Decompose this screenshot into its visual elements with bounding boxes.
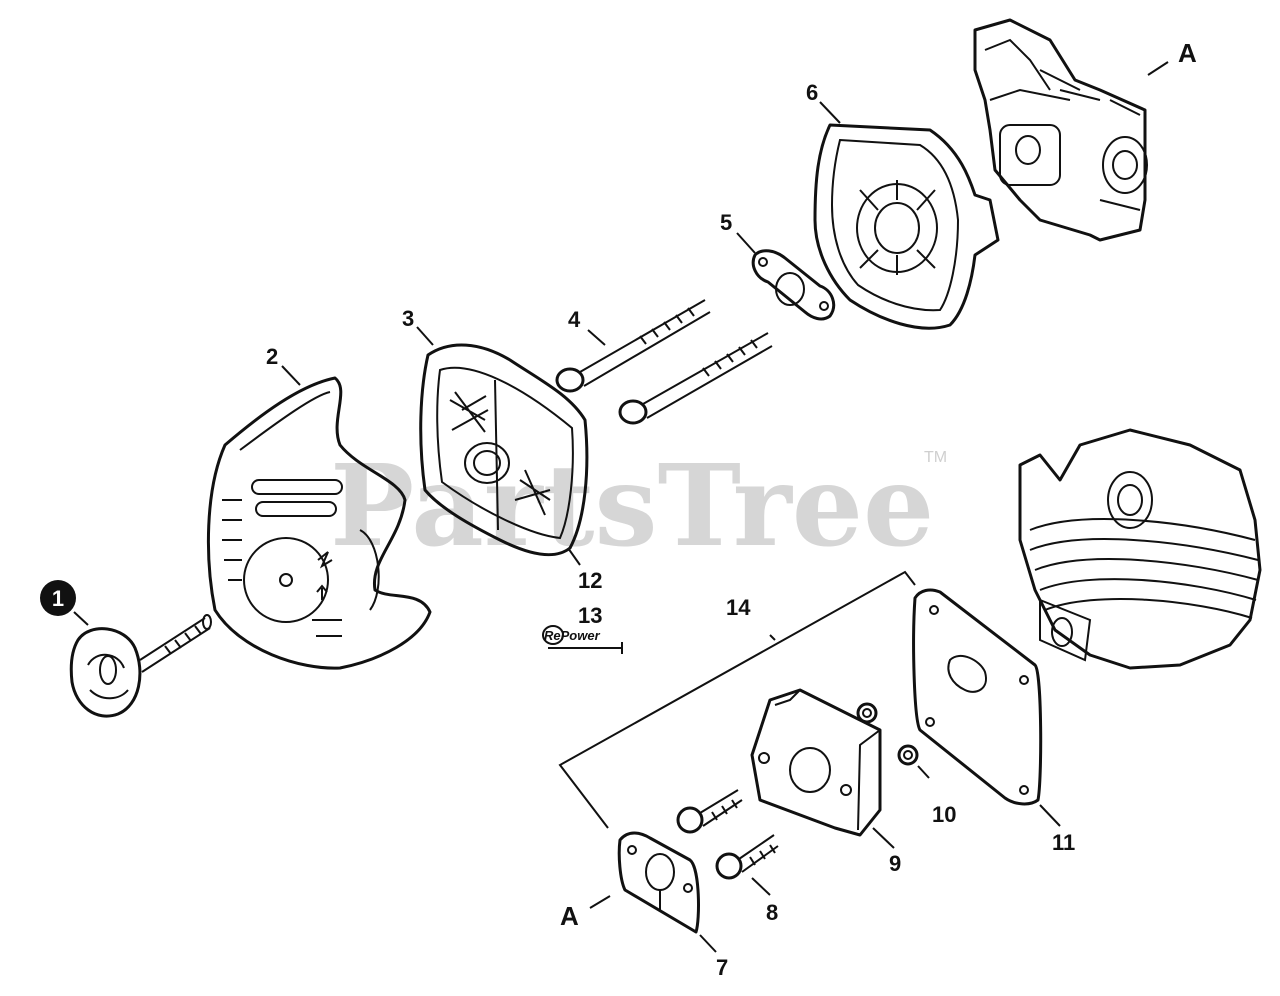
part-cylinder-gasket[interactable] xyxy=(912,588,1043,806)
watermark-tm: TM xyxy=(924,449,947,466)
leader-lines xyxy=(73,61,1169,953)
part-knob[interactable] xyxy=(69,614,212,718)
label-3[interactable]: 3 xyxy=(402,306,414,331)
label-13[interactable]: 13 xyxy=(578,603,602,628)
label-14[interactable]: 14 xyxy=(726,595,751,620)
watermark: PartsTree TM xyxy=(330,441,947,572)
label-1[interactable]: 1 xyxy=(52,586,64,611)
part-bolts[interactable] xyxy=(555,299,773,425)
part-air-filter[interactable] xyxy=(419,343,589,557)
part-carb-gasket[interactable] xyxy=(617,831,700,934)
label-4[interactable]: 4 xyxy=(568,307,581,332)
repower-badge: RePower xyxy=(542,625,623,654)
part-nuts[interactable] xyxy=(856,702,919,766)
part-carburetor[interactable] xyxy=(973,18,1148,242)
label-10[interactable]: 10 xyxy=(932,802,956,827)
label-6[interactable]: 6 xyxy=(806,80,818,105)
label-8[interactable]: 8 xyxy=(766,900,778,925)
kit-bracket xyxy=(558,570,916,829)
label-12[interactable]: 12 xyxy=(578,568,602,593)
label-11[interactable]: 11 xyxy=(1052,830,1075,855)
label-ref-a-bottom[interactable]: A xyxy=(560,901,579,931)
part-screws[interactable] xyxy=(676,789,779,880)
label-7[interactable]: 7 xyxy=(716,955,728,980)
watermark-text: PartsTree xyxy=(330,441,934,572)
callout-labels: 1 2 3 4 5 6 7 8 9 10 11 12 13 14 A A xyxy=(40,38,1197,980)
label-2[interactable]: 2 xyxy=(266,344,278,369)
repower-text: RePower xyxy=(544,628,601,643)
label-5[interactable]: 5 xyxy=(720,210,732,235)
part-carburetor-base[interactable] xyxy=(813,123,1000,330)
part-insulator[interactable] xyxy=(750,688,882,837)
part-gasket-plate[interactable] xyxy=(751,249,836,321)
label-9[interactable]: 9 xyxy=(889,851,901,876)
part-air-cleaner-cover[interactable] xyxy=(206,376,432,670)
part-cylinder[interactable] xyxy=(1018,428,1262,670)
label-ref-a-top[interactable]: A xyxy=(1178,38,1197,68)
callout-1-badge xyxy=(40,580,76,616)
